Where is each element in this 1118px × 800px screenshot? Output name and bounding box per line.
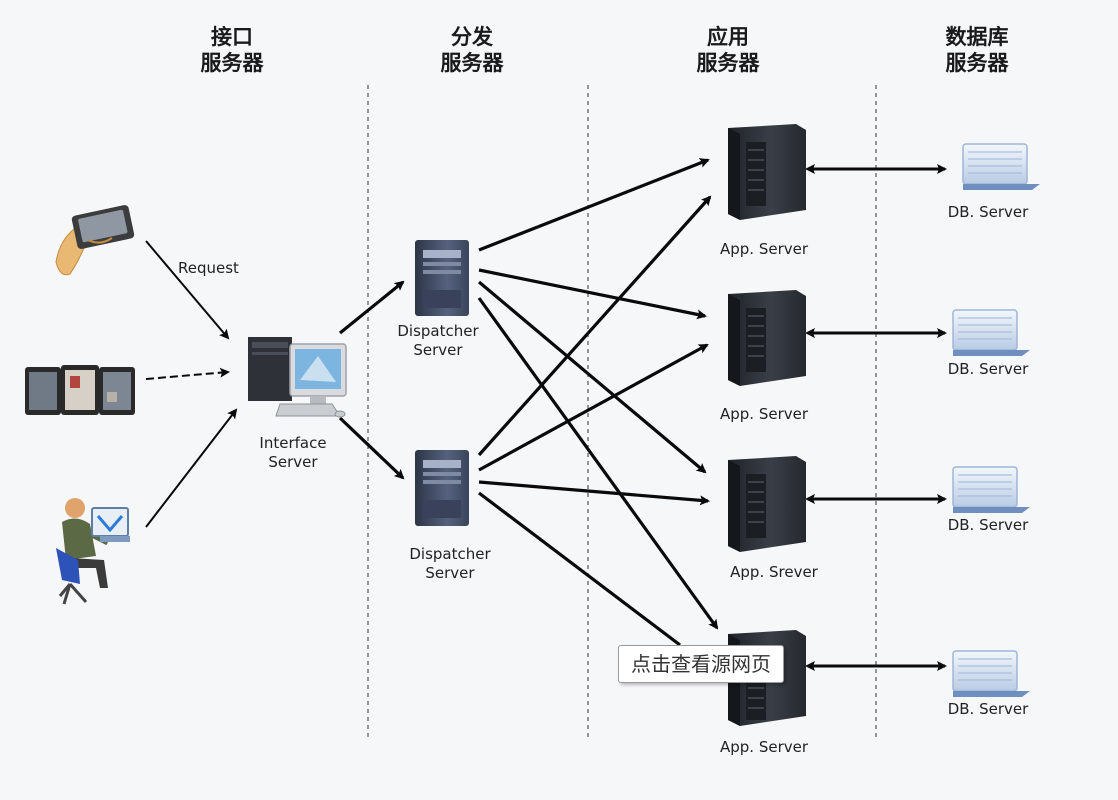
user-at-computer-icon [56,498,130,605]
arrow-d1-app3 [477,280,707,474]
arrow-d2-app1 [477,195,712,457]
db-server-label-3: DB. Server [947,516,1029,534]
header-database-line2: 服务器 [945,51,1009,75]
arrow-phone-to-interface [145,240,230,340]
arrow-interface-to-dispatcher-2 [338,416,405,480]
header-database-line1: 数据库 [945,25,1009,49]
interface-server-label-line2: Server [268,453,318,471]
column-dividers [367,85,877,740]
dispatcher-server-label-2: Dispatcher Server [400,545,500,583]
header-app-line2: 服务器 [696,51,760,75]
db-server-label-4: DB. Server [947,700,1029,718]
tower-server-icon-3 [728,456,806,552]
db-server-label-1: DB. Server [947,203,1029,221]
app-server-label-1: App. Server [719,240,809,258]
arrow-user-to-interface [145,408,238,528]
tower-server-icon-1 [728,124,806,220]
arrow-d2-app2 [478,343,709,472]
arrow-d1-app4 [477,297,719,630]
database-server-icon-3 [952,466,1030,513]
dispatcher-server-icon-2 [415,450,469,526]
dispatch-arrows [477,158,719,647]
header-dispatch-line2: 服务器 [440,51,504,75]
app-server-label-2: App. Server [719,405,809,423]
db-arrows [805,164,947,671]
interface-server-label: Interface Server [240,434,346,472]
arrow-d1-app1 [478,158,710,252]
app-server-label-4: App. Server [719,738,809,756]
header-app-server: 应用 服务器 [668,24,788,76]
interface-server-label-line1: Interface [259,434,327,452]
database-server-icon-2 [952,309,1030,356]
header-interface-line2: 服务器 [200,51,264,75]
database-server-icon-4 [952,650,1030,697]
desktop-pc-icon [248,337,347,418]
dispatcher-2-label-line2: Server [425,564,475,582]
phone-in-hand-icon [55,205,135,276]
dispatcher-server-label-1: Dispatcher Server [388,322,488,360]
dispatcher-2-label-line1: Dispatcher [409,545,491,563]
view-source-tooltip[interactable]: 点击查看源网页 [618,645,784,683]
header-database-server: 数据库 服务器 [917,24,1037,76]
database-server-icon-1 [962,143,1040,190]
dispatcher-server-icon-1 [415,240,469,316]
header-interface-server: 接口 服务器 [172,24,292,76]
arrow-d1-app2 [478,268,707,320]
dispatcher-1-label-line1: Dispatcher [397,322,479,340]
request-label: Request [178,259,239,277]
header-app-line1: 应用 [707,25,749,49]
arrow-d2-app3 [478,480,710,506]
db-server-label-2: DB. Server [947,360,1029,378]
arrow-interface-to-dispatcher-1 [338,280,405,335]
interface-arrows [338,280,405,480]
dispatcher-1-label-line2: Server [413,341,463,359]
app-server-label-3: App. Srever [730,563,818,581]
tablets-icon [25,365,135,415]
arrow-d2-app4 [478,491,681,647]
tower-server-icon-2 [728,290,806,386]
header-interface-line1: 接口 [211,25,253,49]
header-dispatch-line1: 分发 [451,25,493,49]
client-arrows [145,240,238,528]
header-dispatch-server: 分发 服务器 [412,24,532,76]
arrow-tablets-to-interface [145,367,230,380]
